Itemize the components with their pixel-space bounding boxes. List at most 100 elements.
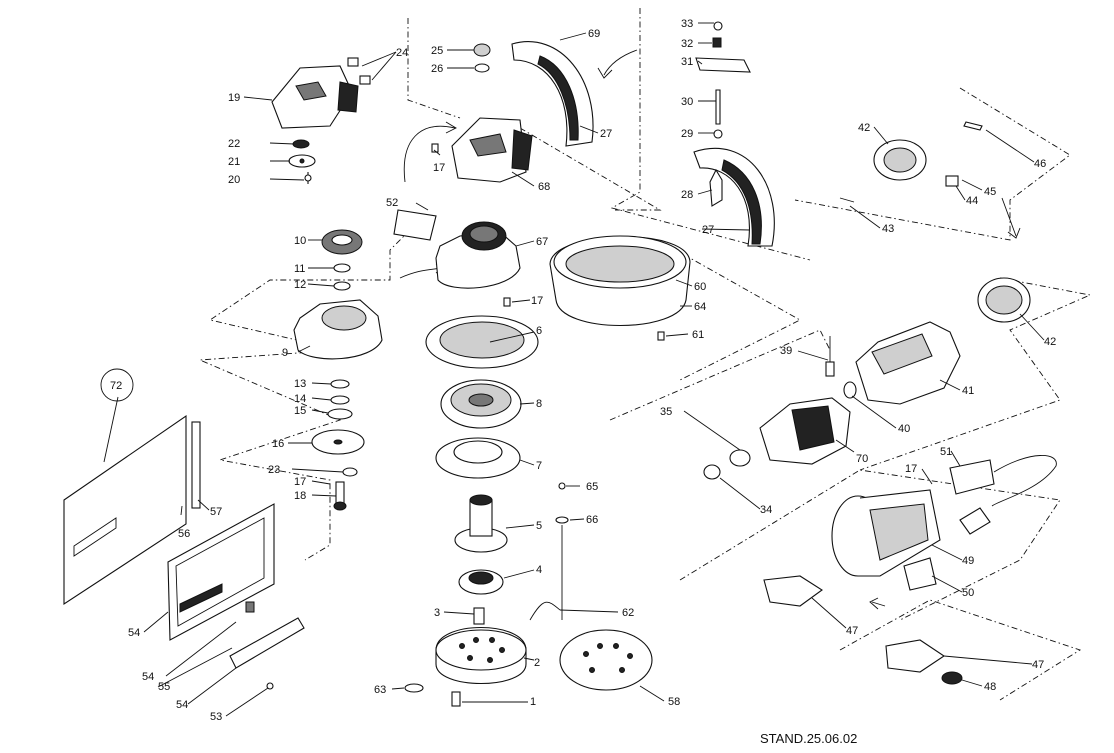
callout-29: 29 [681,128,693,140]
callout-58: 58 [668,696,680,708]
callout-43: 43 [882,223,894,235]
callout-45: 45 [984,186,996,198]
fasteners [404,143,665,707]
bearing-4 [458,569,504,595]
callout-47a: 47 [846,625,858,637]
bumper-guard-69 [511,41,594,147]
cap-48 [941,671,963,685]
eccentric-5 [454,494,508,553]
callout-52: 52 [386,197,398,209]
label-sheet-72 [63,414,187,606]
gear-head-housing-19 [271,57,371,129]
handle-parts-28-33 [695,21,751,207]
callout-65: 65 [586,481,598,493]
callout-8: 8 [536,398,542,410]
callout-13: 13 [294,378,306,390]
callout-18: 18 [294,490,306,502]
callout-64: 64 [694,301,706,313]
callout-22: 22 [228,138,240,150]
callout-47b: 47 [1032,659,1044,671]
callout-27b: 27 [702,224,714,236]
callout-16: 16 [272,438,284,450]
motor-housing-41 [855,321,961,405]
callout-28: 28 [681,189,693,201]
callout-30: 30 [681,96,693,108]
callout-46: 46 [1034,158,1046,170]
switch-47 [763,575,945,673]
dust-shroud-60-64 [549,235,691,327]
callout-63: 63 [374,684,386,696]
callout-44: 44 [966,195,978,207]
callout-39: 39 [780,345,792,357]
callout-labels: 1 2 3 4 5 6 7 8 9 10 11 12 13 14 15 16 1… [110,18,1056,723]
switch-50 [903,557,937,591]
callout-5: 5 [536,520,542,532]
rear-housing-49 [831,489,941,577]
rings-11-12 [333,263,351,291]
fan-8 [440,379,522,429]
callout-17d: 17 [905,463,917,475]
callout-48: 48 [984,681,996,693]
callout-67: 67 [536,236,548,248]
callout-17c: 17 [294,476,306,488]
ring-6 [425,315,539,369]
callout-21: 21 [228,156,240,168]
callout-3: 3 [434,607,440,619]
callout-11: 11 [294,263,305,275]
callout-41: 41 [962,385,974,397]
callout-50: 50 [962,587,974,599]
cover-plate-52 [393,209,437,241]
callout-54b: 54 [142,671,154,683]
callout-2: 2 [534,657,540,669]
callout-35: 35 [660,406,672,418]
callout-60: 60 [694,281,706,293]
gear-housing-67 [435,221,521,289]
callout-68: 68 [538,181,550,193]
callout-32: 32 [681,38,693,50]
knob-25-26 [473,43,491,73]
power-cord-51 [949,455,1057,535]
spindle-18-23 [333,467,358,511]
callout-66: 66 [586,514,598,526]
gear-10 [321,229,363,255]
callout-42b: 42 [1044,336,1056,348]
bumper-guard-27 [693,147,775,247]
callout-54a: 54 [128,627,140,639]
callout-72: 72 [110,380,122,392]
callout-69: 69 [588,28,600,40]
callout-20: 20 [228,174,240,186]
brush-holder-39 [825,336,835,377]
callout-4: 4 [536,564,542,576]
sanding-pad-2 [435,607,527,685]
bearing-ring-7 [435,437,521,479]
callout-61: 61 [692,329,704,341]
callout-34: 34 [760,504,772,516]
callout-49: 49 [962,555,974,567]
callout-56: 56 [178,528,190,540]
cap-42-upper [873,139,927,181]
ring-40 [843,381,857,399]
callout-12: 12 [294,279,306,291]
small-parts-13-16 [311,379,365,455]
carry-case-54 [167,503,305,690]
callout-40: 40 [898,423,910,435]
callout-51: 51 [940,446,952,458]
callout-24: 24 [396,47,408,59]
gear-head-housing-68 [451,117,533,183]
callout-14: 14 [294,393,306,405]
callout-17b: 17 [531,295,543,307]
revision-stamp: STAND.25.06.02 [760,731,857,746]
callout-70: 70 [856,453,868,465]
callout-57: 57 [210,506,222,518]
callout-55: 55 [158,681,170,693]
callout-23: 23 [268,464,280,476]
bearing-housing-9 [293,299,383,360]
callout-27a: 27 [600,128,612,140]
callout-31: 31 [681,56,693,68]
callout-1: 1 [530,696,536,708]
callout-6: 6 [536,325,542,337]
callout-17a: 17 [433,162,445,174]
leader-lines [100,22,1045,717]
